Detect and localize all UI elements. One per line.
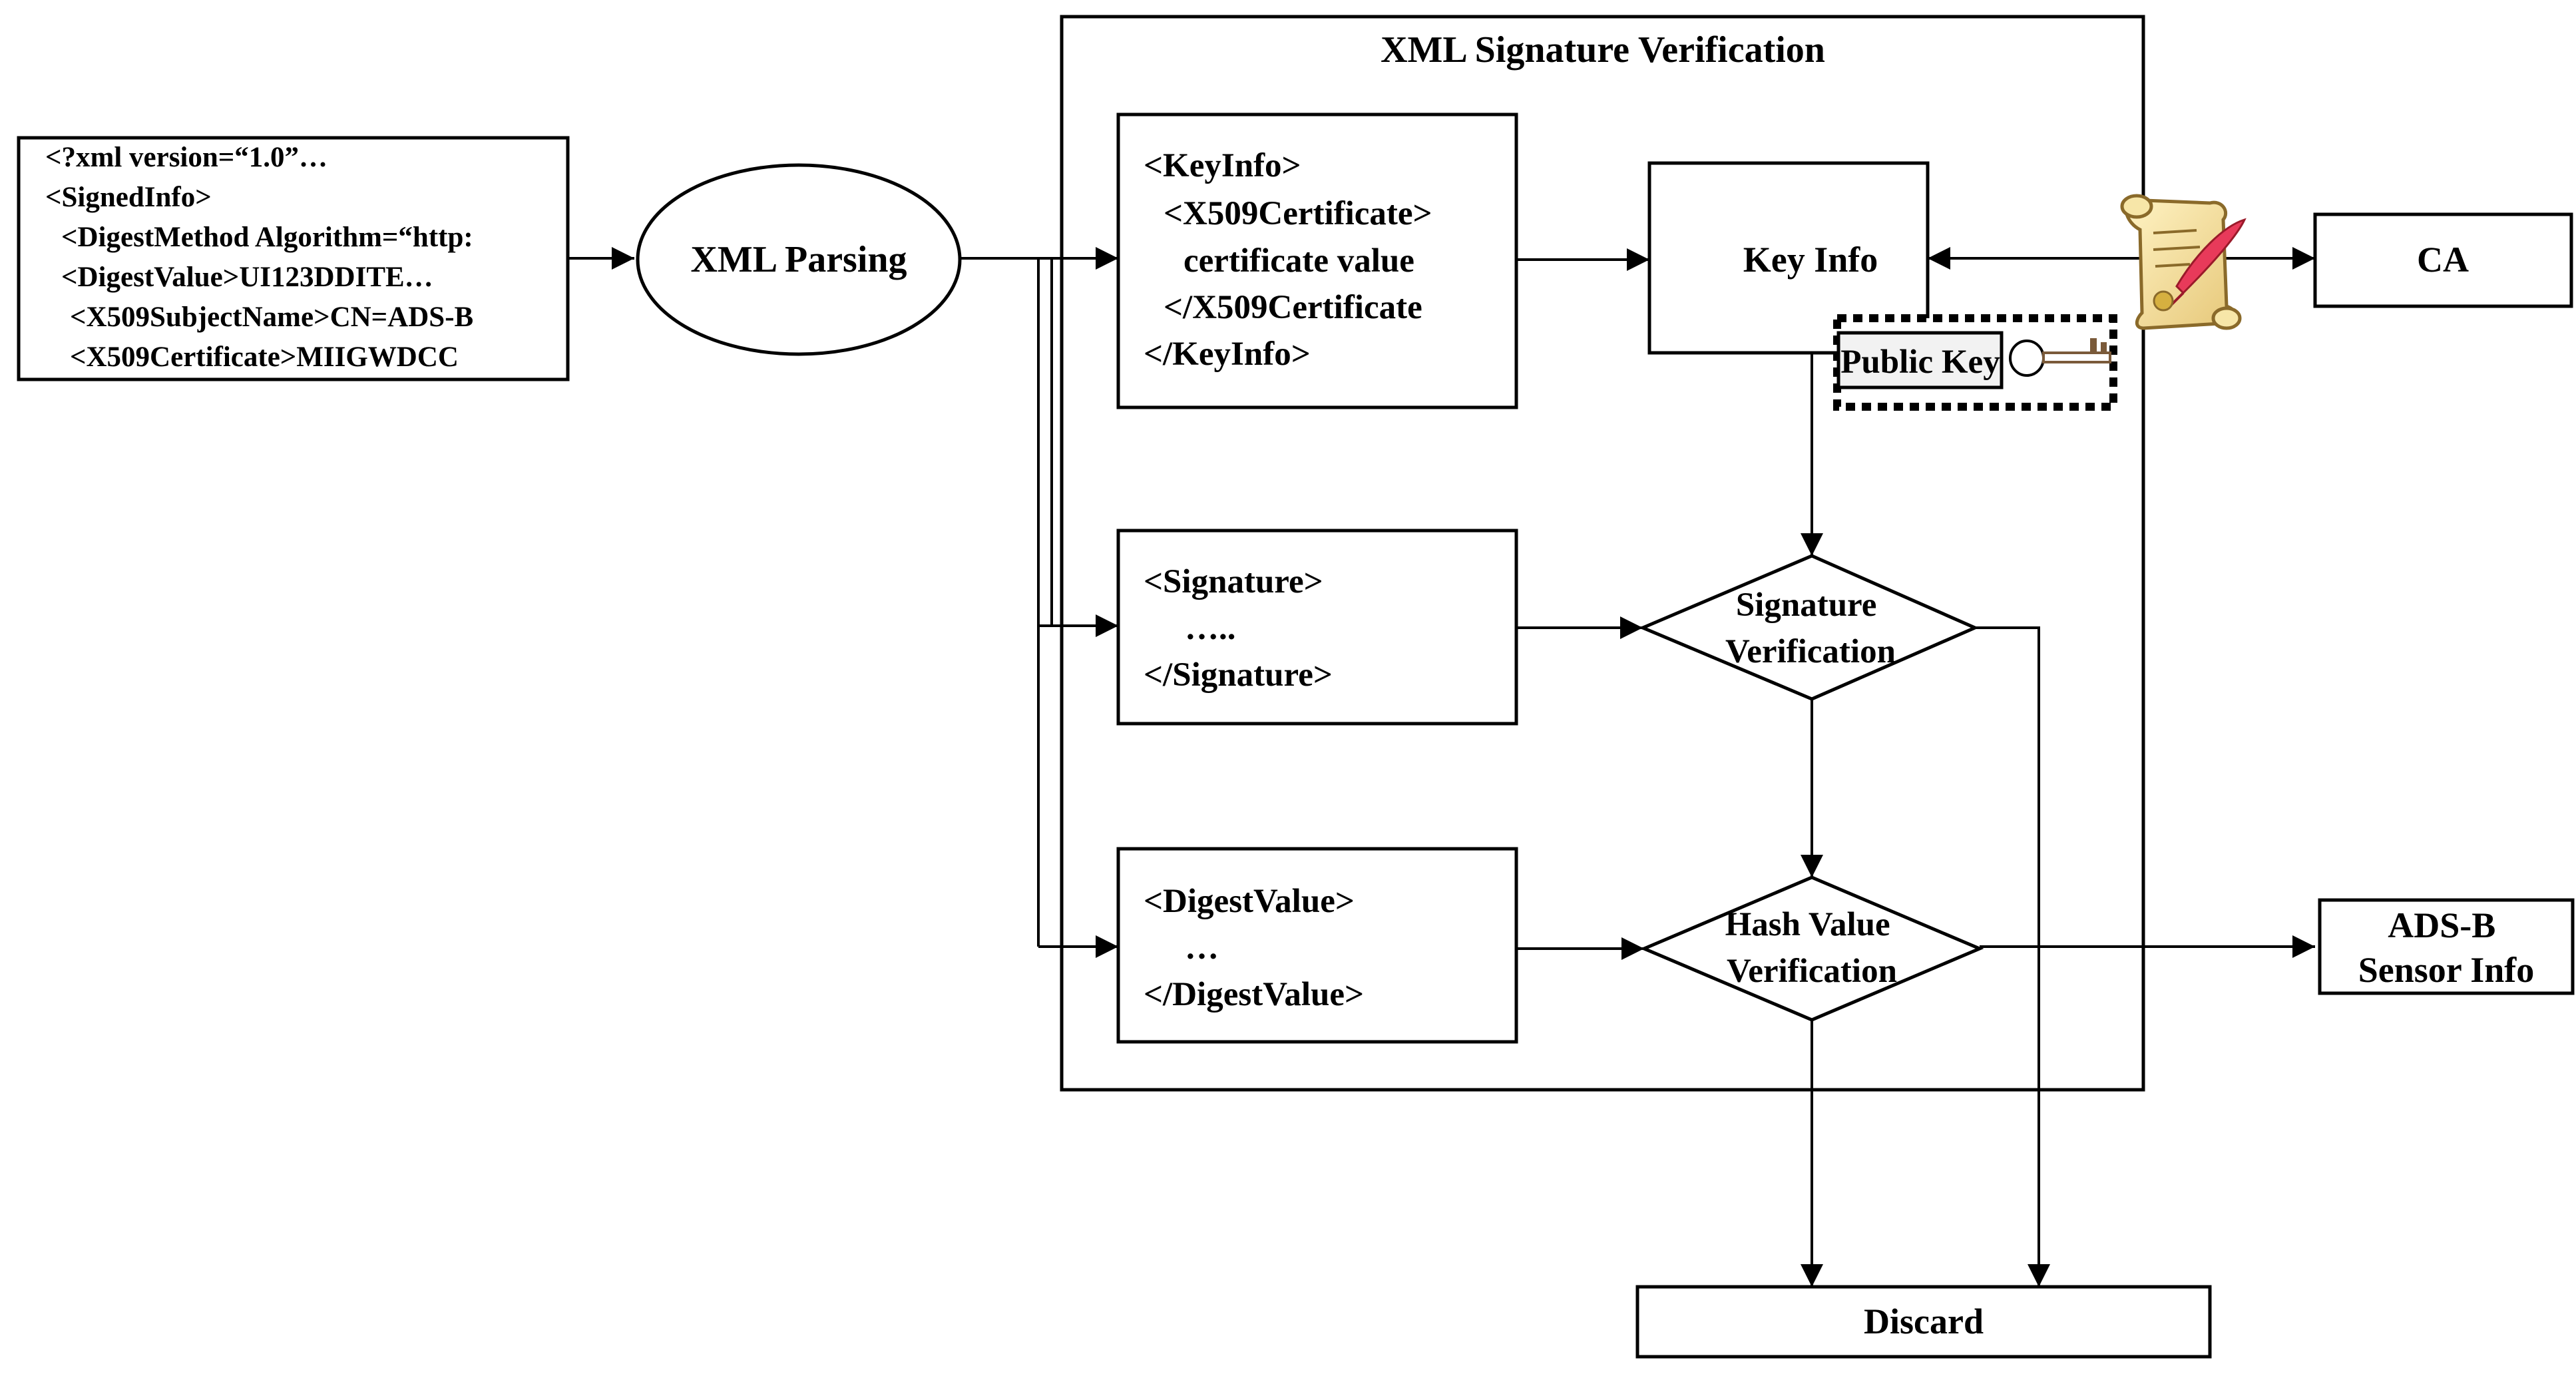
signature-block <box>1116 529 1518 726</box>
adsb-line-2: Sensor Info <box>2358 950 2535 990</box>
discard-label: Discard <box>1864 1301 1984 1341</box>
hashverify-line-2: Verification <box>1727 953 1897 990</box>
signature-line-3: </Signature> <box>1144 656 1333 694</box>
keyinfo-line-4: </X509Certificate <box>1164 289 1422 326</box>
xml-line-1: <?xml version=“1.0”… <box>45 142 327 173</box>
xml-document-box <box>17 136 570 381</box>
adsb-line-1: ADS-B <box>2388 905 2495 945</box>
xml-line-4: <DigestValue>UI123DDITE… <box>61 262 433 293</box>
signature-verification-text: Signature Verification <box>1725 586 1896 670</box>
digest-block <box>1116 847 1518 1044</box>
public-key-label-box <box>1836 331 2004 389</box>
xml-parsing-label: XML Parsing <box>690 239 907 280</box>
public-key-label: Public Key <box>1840 344 2000 381</box>
hash-verification-diamond <box>1639 875 1984 1022</box>
certificate-scroll-icon <box>2120 194 2247 330</box>
key-icon <box>2009 338 2111 377</box>
adsb-sensor-box <box>2318 898 2575 995</box>
xml-line-5: <X509SubjectName>CN=ADS-B <box>70 302 473 333</box>
keyinfo-line-1: <KeyInfo> <box>1144 147 1301 184</box>
hashverify-line-1: Hash Value <box>1725 906 1890 943</box>
container-title: XML Signature Verification <box>1381 29 1825 71</box>
xml-document-text: <?xml version=“1.0”… <SignedInfo> <Diges… <box>45 142 481 373</box>
digest-line-1: <DigestValue> <box>1144 883 1355 920</box>
sigverify-line-2: Verification <box>1725 633 1896 670</box>
digest-block-text: <DigestValue> … </DigestValue> <box>1144 883 1364 1013</box>
xml-line-6: <X509Certificate>MIIGWDCC <box>70 342 459 373</box>
keyinfo-line-2: <X509Certificate> <box>1164 195 1432 232</box>
adsb-sensor-text: ADS-B Sensor Info <box>2358 905 2535 990</box>
key-info-label: Key Info <box>1743 240 1878 280</box>
digest-line-3: </DigestValue> <box>1144 976 1364 1013</box>
keyinfo-block-text: <KeyInfo> <X509Certificate> certificate … <box>1144 147 1440 373</box>
digest-line-2: … <box>1185 929 1219 967</box>
discard-box <box>1635 1285 2212 1359</box>
keyinfo-line-3: certificate value <box>1183 242 1414 280</box>
keyinfo-line-5: </KeyInfo> <box>1144 336 1311 373</box>
ca-label: CA <box>2417 240 2469 280</box>
xml-line-2: <SignedInfo> <box>45 182 212 213</box>
ca-box <box>2313 212 2573 308</box>
xml-line-3: <DigestMethod Algorithm=“http: <box>61 222 473 253</box>
signature-line-2: ….. <box>1185 610 1236 647</box>
sigverify-line-1: Signature <box>1736 586 1877 624</box>
arrow-sigverify-to-discard <box>1975 626 2050 1287</box>
signature-line-1: <Signature> <box>1144 563 1323 600</box>
keyinfo-block <box>1116 113 1518 409</box>
hash-verification-text: Hash Value Verification <box>1725 906 1899 990</box>
signature-block-text: <Signature> ….. </Signature> <box>1144 563 1333 694</box>
